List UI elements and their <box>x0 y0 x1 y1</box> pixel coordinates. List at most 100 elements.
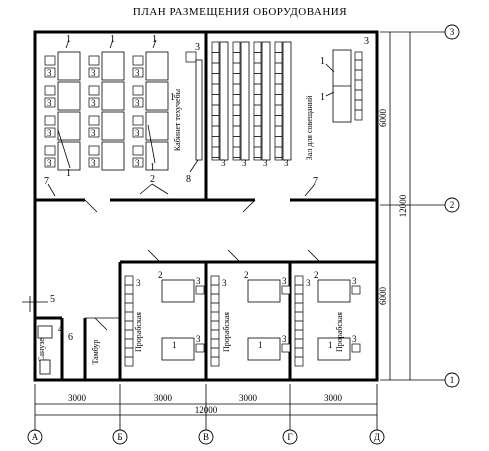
desk <box>57 51 81 81</box>
callout-1: 1 <box>172 340 177 350</box>
desk <box>161 337 195 361</box>
chair <box>44 55 56 66</box>
chair <box>185 51 197 63</box>
callout-3: 3 <box>91 98 96 108</box>
chair <box>44 157 56 168</box>
plan-title: ПЛАН РАЗМЕЩЕНИЯ ОБОРУДОВАНИЯ <box>133 6 347 18</box>
chair <box>132 67 144 78</box>
callout-6: 6 <box>68 332 73 343</box>
callout-1-zal-b: 1 <box>320 92 325 103</box>
axis-col-v: В <box>203 432 209 442</box>
desk <box>101 51 125 81</box>
callouts: 1 1 1 3 1 1 1 2 8 7 7 3 1 1 5 4 6 <box>22 34 369 343</box>
chair <box>132 55 144 66</box>
callout-2: 2 <box>244 270 249 280</box>
callout-3: 3 <box>352 334 357 344</box>
dim-right-1: 6000 <box>378 109 388 128</box>
chair <box>44 127 56 138</box>
chair <box>132 97 144 108</box>
dim-bottom-3: 3000 <box>239 393 258 403</box>
desk <box>247 279 281 303</box>
callout-3: 3 <box>196 334 201 344</box>
desk <box>161 279 195 303</box>
callout-2: 2 <box>158 270 163 280</box>
dim-right-2: 6000 <box>378 287 388 306</box>
chair <box>88 67 100 78</box>
room-label-tambur: Тамбур <box>91 339 100 364</box>
dim-right-total: 12000 <box>398 194 408 217</box>
chair <box>88 97 100 108</box>
callout-1-e: 1 <box>150 162 155 173</box>
callout-2-a: 2 <box>150 174 155 185</box>
desk <box>145 51 169 81</box>
chair-row <box>274 41 283 161</box>
callout-3: 3 <box>221 158 226 168</box>
chair <box>195 285 205 295</box>
chair <box>88 145 100 156</box>
dim-bottom-2: 3000 <box>154 393 173 403</box>
room-label-kabinet: Кабинет техучебы <box>173 88 182 151</box>
callout-3-zal: 3 <box>364 36 369 47</box>
axis-col-b: Б <box>117 432 122 442</box>
chair <box>195 343 205 353</box>
desk <box>247 337 281 361</box>
chair <box>132 157 144 168</box>
callout-2: 2 <box>314 270 319 280</box>
callout-3: 3 <box>135 98 140 108</box>
callout-1-d: 1 <box>66 168 71 179</box>
axis-col-a: А <box>32 432 39 442</box>
axis-col-g: Г <box>287 432 292 442</box>
desk <box>145 141 169 171</box>
callout-3: 3 <box>263 158 268 168</box>
axis-row-2: 2 <box>450 200 455 210</box>
chair <box>88 115 100 126</box>
callout-3: 3 <box>135 128 140 138</box>
desk <box>101 111 125 141</box>
room-label-prorab-3: Прорабская <box>335 312 344 352</box>
chair <box>88 55 100 66</box>
callout-3: 3 <box>284 158 289 168</box>
callout-1: 1 <box>258 340 263 350</box>
callout-3: 3 <box>91 68 96 78</box>
dimension-bottom: 3000 3000 3000 3000 12000 <box>34 384 378 430</box>
callout-3: 3 <box>196 276 201 286</box>
dim-bottom-4: 3000 <box>324 393 343 403</box>
callout-1: 1 <box>328 340 333 350</box>
callout-1-a: 1 <box>66 34 71 45</box>
room-label-zal: Зал для совещаний <box>305 95 314 160</box>
axis-row-1: 1 <box>450 375 455 385</box>
callout-3: 3 <box>91 128 96 138</box>
table <box>282 41 292 161</box>
callout-3: 3 <box>282 276 287 286</box>
desk <box>57 111 81 141</box>
zal-chair-rows: 3 3 3 3 <box>211 41 292 168</box>
callout-3: 3 <box>136 278 141 288</box>
desk <box>317 279 351 303</box>
desk <box>101 141 125 171</box>
callout-4: 4 <box>58 324 63 335</box>
row-axes: 3 2 1 <box>444 24 460 388</box>
chair-row <box>211 41 220 161</box>
callout-1-c: 1 <box>152 34 157 45</box>
callout-3: 3 <box>135 158 140 168</box>
callout-1-f: 1 <box>170 92 175 103</box>
desk <box>57 81 81 111</box>
callout-5: 5 <box>50 294 55 305</box>
callout-3-a: 3 <box>195 42 200 53</box>
column-axes: А Б В Г Д <box>27 429 385 445</box>
room-label-prorab-1: Прорабская <box>134 312 143 352</box>
chair <box>132 127 144 138</box>
axis-row-3: 3 <box>450 27 455 37</box>
chair <box>88 157 100 168</box>
dimension-right: 6000 6000 12000 <box>378 31 445 381</box>
dim-bottom-1: 3000 <box>68 393 87 403</box>
chair <box>44 67 56 78</box>
callout-3: 3 <box>242 158 247 168</box>
room-label-prorab-2: Прорабская <box>222 312 231 352</box>
chair <box>44 145 56 156</box>
callout-1-b: 1 <box>110 34 115 45</box>
desk <box>101 81 125 111</box>
dim-bottom-total: 12000 <box>195 405 218 415</box>
